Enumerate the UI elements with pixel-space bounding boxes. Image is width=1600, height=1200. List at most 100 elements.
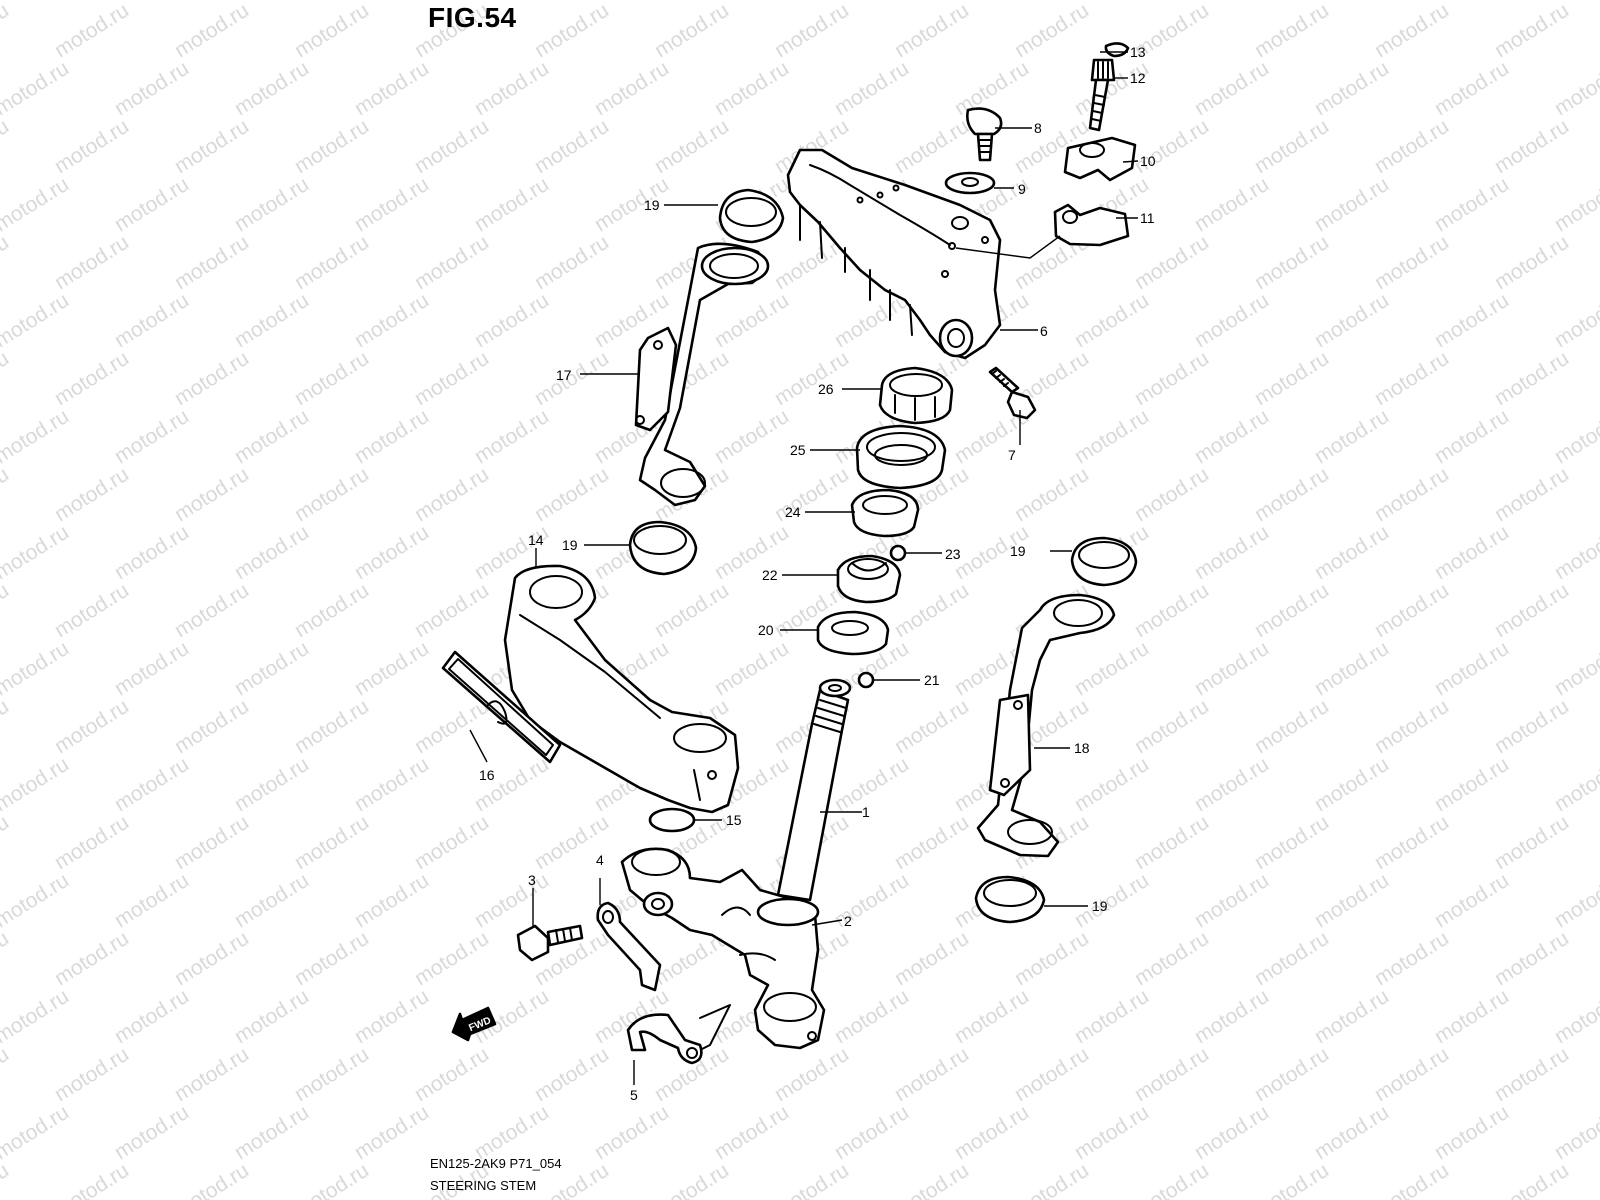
watermark-text: motod.ru [890,811,972,874]
watermark-text: motod.ru [890,695,972,758]
watermark-text: motod.ru [710,57,792,120]
watermark-text: motod.ru [350,57,432,120]
callout-6: 6 [1040,323,1048,339]
watermark-text: motod.ru [0,579,13,642]
watermark-text: motod.ru [0,753,73,816]
watermark-text: motod.ru [50,1159,132,1200]
callout-8: 8 [1034,120,1042,136]
steering-stem-part-1 [776,678,852,902]
watermark-text: motod.ru [50,347,132,410]
watermark-text: motod.ru [110,173,192,236]
watermark-text: motod.ru [290,231,372,294]
watermark-text: motod.ru [110,57,192,120]
upper-bracket-part-14 [503,564,740,814]
watermark-text: motod.ru [110,521,192,584]
watermark-text: motod.ru [1430,985,1512,1048]
watermark-text: motod.ru [0,927,13,990]
watermark-text: motod.ru [1370,0,1452,62]
watermark-text: motod.ru [950,985,1032,1048]
watermark-text: motod.ru [0,0,73,4]
watermark-text: motod.ru [1010,927,1092,990]
watermark-text: motod.ru [470,869,552,932]
watermark-text: motod.ru [290,0,372,62]
watermark-text: motod.ru [1310,57,1392,120]
watermark-text: motod.ru [470,289,552,352]
watermark-text: motod.ru [350,173,432,236]
watermark-text: motod.ru [1190,405,1272,468]
watermark-text: motod.ru [1250,231,1332,294]
watermark-text: motod.ru [1430,289,1512,352]
watermark-text: motod.ru [170,695,252,758]
watermark-text: motod.ru [1010,0,1092,62]
watermark-text: motod.ru [350,405,432,468]
watermark-text: motod.ru [1490,115,1572,178]
callout-10: 10 [1140,153,1156,169]
callout-13: 13 [1130,44,1146,60]
watermark-text: motod.ru [290,115,372,178]
watermark-text: motod.ru [590,173,672,236]
model-code: EN125-2AK9 P71_054 [430,1156,562,1171]
watermark-text: motod.ru [1370,927,1452,990]
watermark-text: motod.ru [410,579,492,642]
watermark-text: motod.ru [170,1043,252,1106]
callout-9: 9 [1018,181,1026,197]
watermark-text: motod.ru [1010,1159,1092,1200]
emblem-part-16 [441,650,562,764]
callout-17: 17 [556,367,572,383]
watermark-text: motod.ru [1250,1043,1332,1106]
watermark-text: motod.ru [290,347,372,410]
watermark-text: motod.ru [1550,753,1600,816]
watermark-text: motod.ru [0,637,73,700]
watermark-text: motod.ru [1370,463,1452,526]
watermark-text: motod.ru [1550,1101,1600,1164]
watermark-text: motod.ru [470,1101,552,1164]
watermark-text: motod.ru [230,521,312,584]
watermark-text: motod.ru [290,927,372,990]
watermark-text: motod.ru [0,57,73,120]
watermark-text: motod.ru [1190,57,1272,120]
watermark-text: motod.ru [1310,173,1392,236]
watermark-text: motod.ru [890,0,972,62]
watermark-text: motod.ru [1070,637,1152,700]
watermark-text: motod.ru [1370,347,1452,410]
watermark-text: motod.ru [1490,231,1572,294]
watermark-text: motod.ru [410,1043,492,1106]
watermark-text: motod.ru [1190,289,1272,352]
watermark-text: motod.ru [110,405,192,468]
watermark-text: motod.ru [1370,811,1452,874]
watermark-text: motod.ru [350,637,432,700]
watermark-text: motod.ru [1310,405,1392,468]
watermark-text: motod.ru [1250,579,1332,642]
watermark-text: motod.ru [650,579,732,642]
watermark-text: motod.ru [470,57,552,120]
watermark-text: motod.ru [1370,115,1452,178]
o-ring-part-15 [648,807,696,833]
watermark-text: motod.ru [110,985,192,1048]
figure-name: STEERING STEM [430,1178,537,1193]
callout-19-b: 19 [562,537,578,553]
watermark-text: motod.ru [1310,985,1392,1048]
watermark-text: motod.ru [710,405,792,468]
watermark-text: motod.ru [1070,289,1152,352]
watermark-text: motod.ru [1550,405,1600,468]
watermark-text: motod.ru [290,1159,372,1200]
watermark-text: motod.ru [1130,231,1212,294]
watermark-text: motod.ru [770,347,852,410]
watermark-text: motod.ru [1490,0,1572,62]
watermark-text: motod.ru [50,1043,132,1106]
watermark-text: motod.ru [530,0,612,62]
watermark-text: motod.ru [710,637,792,700]
watermark-text: motod.ru [170,927,252,990]
watermark-text: motod.ru [1310,753,1392,816]
watermark-text: motod.ru [0,1159,13,1200]
bearing-part-22 [836,554,902,604]
watermark-text: motod.ru [0,289,73,352]
watermark-text: motod.ru [1070,405,1152,468]
watermark-text: motod.ru [170,579,252,642]
bolt-part-12 [1088,58,1116,132]
watermark-text: motod.ru [890,927,972,990]
handlebar-clamp-part-10 [1063,136,1137,182]
callout-4: 4 [596,852,604,868]
callout-26: 26 [818,381,834,397]
watermark-text: motod.ru [0,231,13,294]
